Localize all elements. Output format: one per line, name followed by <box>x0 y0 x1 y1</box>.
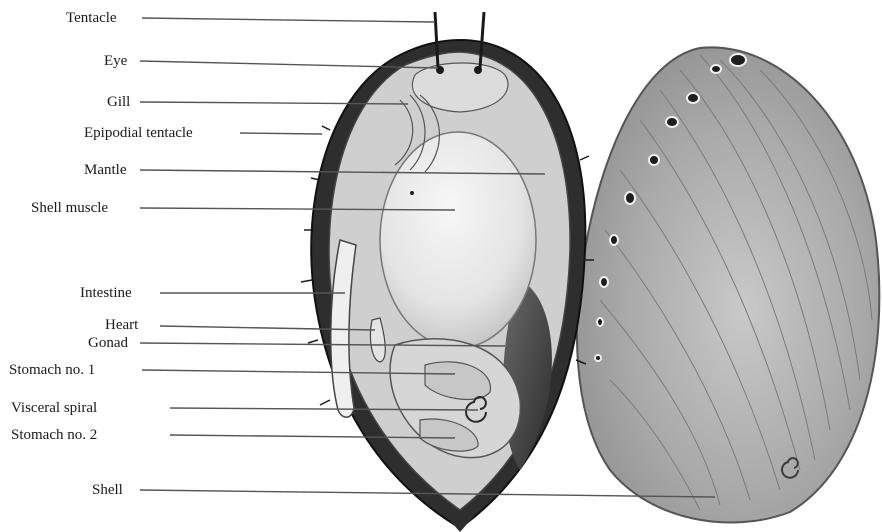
shell-tip <box>445 515 475 532</box>
leader-tentacle <box>142 18 435 22</box>
label-shell-muscle: Shell muscle <box>31 199 108 217</box>
eye-right <box>474 66 482 74</box>
label-stomach-1: Stomach no. 1 <box>9 361 95 379</box>
label-mantle: Mantle <box>84 161 127 179</box>
leader-epipodial-tentacle <box>240 133 322 134</box>
label-epipodial-tentacle: Epipodial tentacle <box>84 124 193 142</box>
muscle-dot <box>410 191 414 195</box>
shell-muscle <box>380 132 536 348</box>
label-intestine: Intestine <box>80 284 132 302</box>
label-eye: Eye <box>104 52 127 70</box>
label-stomach-2: Stomach no. 2 <box>11 426 97 444</box>
eye-left <box>436 66 444 74</box>
label-tentacle: Tentacle <box>66 9 117 27</box>
label-gonad: Gonad <box>88 334 128 352</box>
label-shell: Shell <box>92 481 123 499</box>
label-heart: Heart <box>105 316 138 334</box>
label-gill: Gill <box>107 93 130 111</box>
shell-exterior-outline <box>577 47 879 522</box>
label-visceral-spiral: Visceral spiral <box>11 399 97 417</box>
abalone-body <box>301 12 594 532</box>
shell-exterior <box>577 47 879 522</box>
